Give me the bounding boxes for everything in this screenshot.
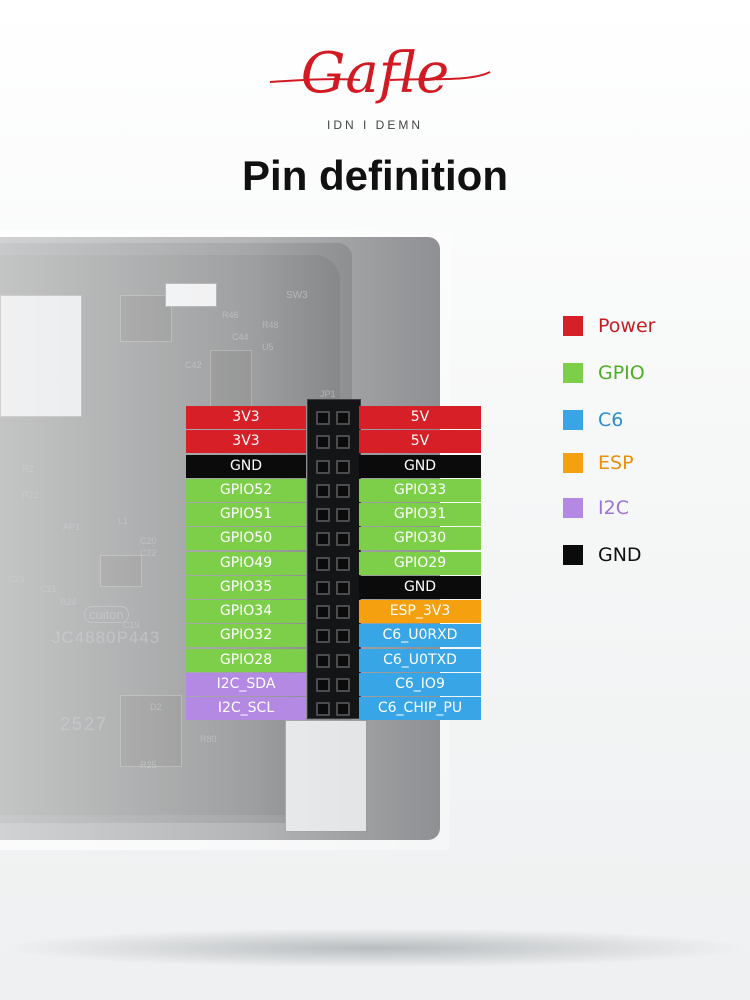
pin-left-5: GPIO51	[186, 503, 306, 526]
pin-hole	[336, 580, 350, 595]
pin-right-2: 5V	[359, 430, 481, 454]
silk-c44: C44	[232, 332, 249, 342]
silk-c19: C19	[123, 620, 140, 630]
pin-hole	[336, 508, 350, 522]
pin-right-9: ESP_3V3	[359, 600, 481, 623]
pin-hole	[316, 677, 330, 692]
pin-hole	[316, 459, 330, 474]
pin-hole	[336, 605, 350, 619]
pin-hole	[336, 677, 350, 692]
pin-right-13: C6_CHIP_PU	[359, 697, 481, 720]
pin-right-10: C6_U0RXD	[359, 624, 481, 648]
pin-hole	[336, 653, 350, 668]
pin-hole	[316, 508, 330, 522]
legend-swatch-gpio	[563, 363, 583, 383]
silk-r2: R2	[22, 464, 34, 474]
silk-r48: R48	[262, 320, 279, 330]
silk-d2: D2	[150, 702, 162, 712]
legend-label-c6: C6	[598, 409, 624, 431]
brand-logo: Gafle IDN I DEMN	[0, 22, 750, 132]
silk-r24: R24	[60, 597, 77, 607]
pin-right-12: C6_IO9	[359, 672, 481, 696]
pin-hole	[336, 702, 350, 716]
pin-hole	[316, 411, 330, 425]
pin-left-12: I2C_SDA	[186, 672, 306, 696]
silk-r22: R22	[22, 490, 39, 500]
silk-r46: R46	[222, 310, 239, 320]
legend-swatch-c6	[563, 410, 583, 430]
pin-hole	[336, 483, 350, 498]
silk-r80: R80	[200, 734, 217, 744]
silk-c20: C20	[140, 536, 157, 546]
legend-label-i2c: I2C	[598, 497, 629, 519]
logo-wordmark: Gafle	[301, 41, 450, 106]
silk-r25: R25	[140, 760, 157, 770]
pin-hole	[336, 435, 350, 450]
board-model: JC4880P443	[52, 628, 161, 647]
pin-hole	[316, 653, 330, 668]
pin-hole	[336, 629, 350, 644]
legend-label-power: Power	[598, 315, 656, 337]
pin-hole	[336, 532, 350, 547]
logo-tagline: IDN I DEMN	[327, 118, 423, 132]
silk-date-code: 2527	[60, 714, 109, 734]
pin-right-8: GND	[359, 575, 481, 599]
pin-left-11: GPIO28	[186, 648, 306, 672]
silk-c42: C42	[185, 360, 202, 370]
board-brand: cuiton	[84, 606, 129, 623]
pin-right-7: GPIO29	[359, 551, 481, 575]
pin-hole	[336, 459, 350, 474]
pin-right-5: GPIO31	[359, 503, 481, 526]
legend-swatch-power	[563, 316, 583, 336]
silk-c21: C21	[40, 584, 57, 594]
pin-right-6: GPIO30	[359, 527, 481, 551]
pin-hole	[316, 435, 330, 450]
legend-swatch-i2c	[563, 498, 583, 518]
pin-left-7: GPIO49	[186, 551, 306, 575]
pin-hole	[316, 629, 330, 644]
legend-label-gpio: GPIO	[598, 362, 645, 384]
legend-swatch-gnd	[563, 545, 583, 565]
pin-hole	[316, 702, 330, 716]
pin-right-4: GPIO33	[359, 478, 481, 502]
logo-mark: Gafle	[269, 41, 491, 106]
legend-label-gnd: GND	[598, 544, 642, 566]
pin-left-13: I2C_SCL	[186, 697, 306, 720]
pin-right-1: 5V	[359, 406, 481, 429]
pin-hole	[316, 532, 330, 547]
pin-left-1: 3V3	[186, 406, 306, 429]
pin-right-11: C6_U0TXD	[359, 648, 481, 672]
silk-u5: U5	[262, 342, 274, 352]
pin-left-9: GPIO34	[186, 600, 306, 623]
pin-left-3: GND	[186, 454, 306, 478]
silk-sw3: SW3	[286, 290, 308, 301]
pin-hole	[336, 411, 350, 425]
silk-ap1: AP1	[63, 522, 81, 532]
page-title: Pin definition	[242, 152, 508, 199]
floor-shadow	[0, 928, 750, 968]
legend-label-esp: ESP	[598, 452, 634, 474]
pin-right-3: GND	[359, 454, 481, 478]
pin-left-4: GPIO52	[186, 478, 306, 502]
pin-left-10: GPIO32	[186, 624, 306, 648]
silk-jp1: JP1	[320, 389, 336, 399]
pin-left-6: GPIO50	[186, 527, 306, 551]
pin-hole	[336, 556, 350, 571]
silk-c23: C23	[8, 574, 25, 584]
silk-c22: C22	[140, 548, 157, 558]
pin-hole	[316, 483, 330, 498]
pin-left-2: 3V3	[186, 430, 306, 454]
silk-l1: L1	[118, 516, 129, 526]
legend-swatch-esp	[563, 453, 583, 473]
pin-hole	[316, 556, 330, 571]
pin-left-8: GPIO35	[186, 575, 306, 599]
pin-hole	[316, 605, 330, 619]
pin-hole	[316, 580, 330, 595]
